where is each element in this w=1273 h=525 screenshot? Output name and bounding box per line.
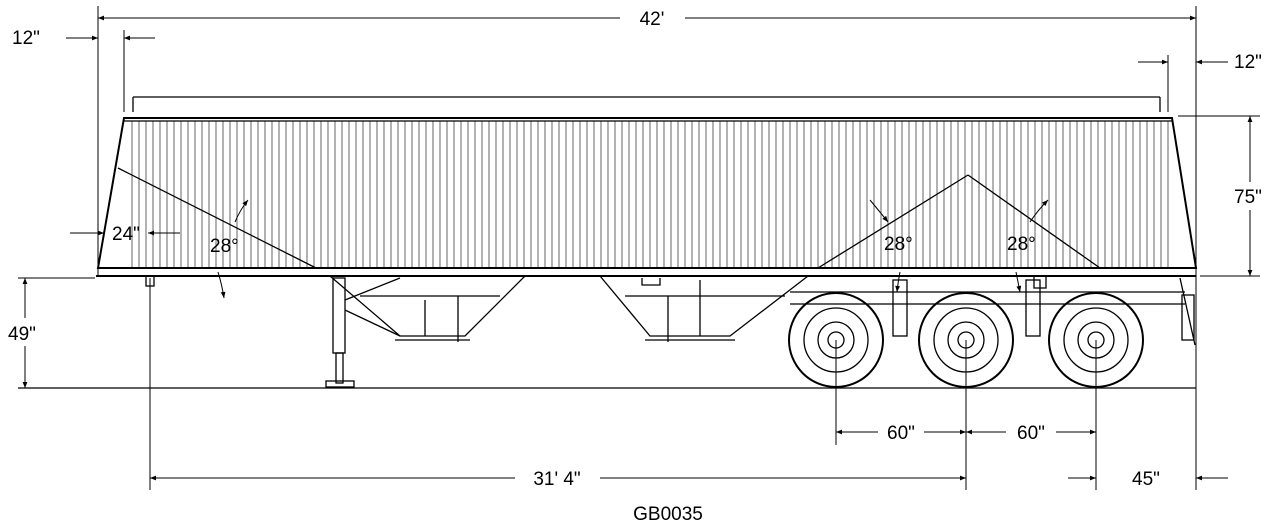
label-overall-length: 42'	[640, 9, 665, 30]
label-rear-axle-to-end: 45"	[1132, 469, 1160, 490]
label-kingpin-to-axle: 31' 4"	[533, 469, 580, 490]
label-front-slope-angle: 28°	[210, 236, 239, 257]
landing-gear	[325, 277, 401, 388]
hopper-rear	[599, 275, 809, 342]
label-hopper-2-angle: 28°	[1007, 234, 1036, 255]
axle-hangers	[892, 275, 1047, 337]
label-hopper-1-angle: 28°	[884, 234, 913, 255]
drawing-id: GB0035	[633, 504, 703, 525]
dimension-lines	[18, 6, 1260, 490]
label-ground-clearance: 49"	[8, 324, 36, 345]
label-rear-overhang: 12"	[1234, 52, 1262, 73]
label-axle-spacing-2: 60"	[1017, 423, 1045, 444]
hopper-front	[329, 275, 526, 342]
label-side-height: 75"	[1234, 187, 1262, 208]
label-front-slope-height: 24"	[112, 224, 140, 245]
body-rib-lines	[131, 121, 1169, 268]
label-front-overhang: 12"	[12, 28, 40, 49]
suspension-frame	[790, 277, 1196, 346]
hopper-slope-lines	[117, 167, 1101, 269]
label-axle-spacing-1: 60"	[887, 423, 915, 444]
